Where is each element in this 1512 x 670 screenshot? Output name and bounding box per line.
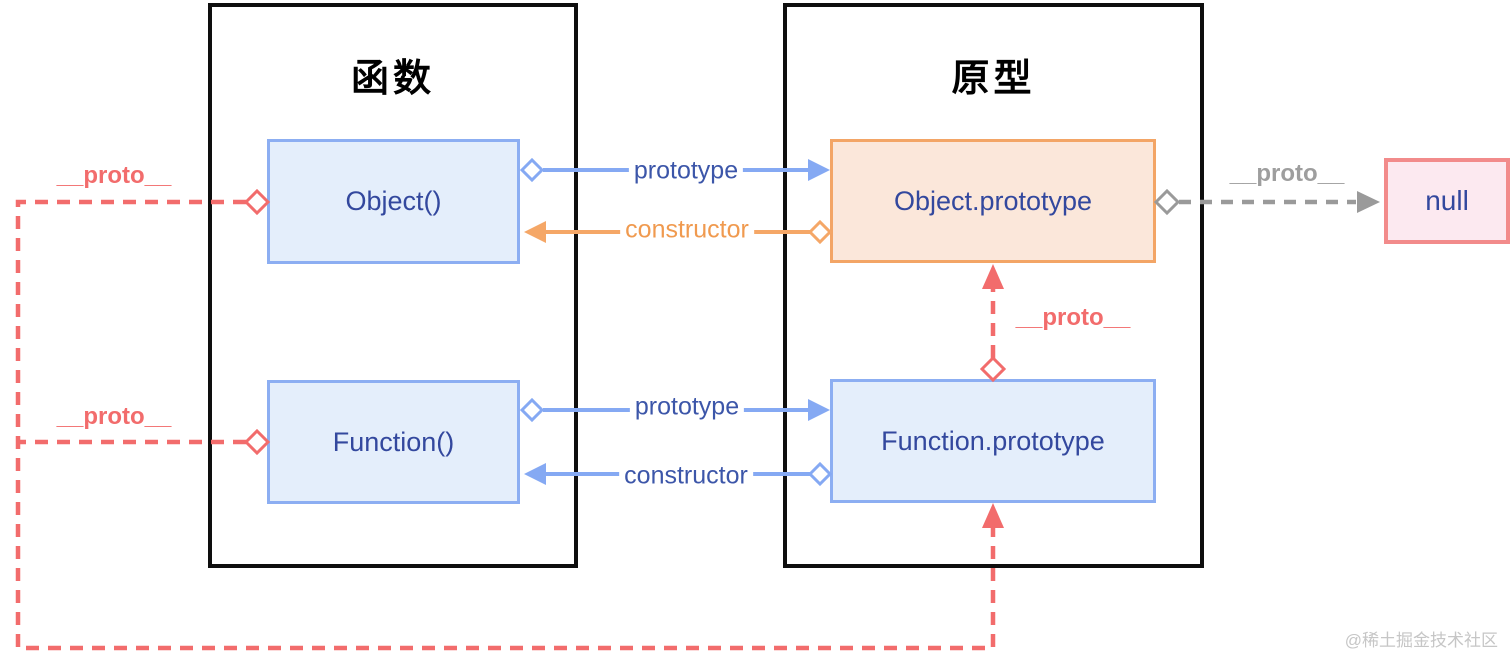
function-prototype-proto-label: __proto__ bbox=[1015, 304, 1131, 331]
object-constructor-label: constructor bbox=[620, 215, 754, 245]
prototypes-container-title: 原型 bbox=[951, 58, 1036, 100]
null-node: null bbox=[1384, 158, 1510, 244]
function-function-node: Function() bbox=[267, 380, 520, 504]
object-prototype-proto-label: __proto__ bbox=[1229, 160, 1345, 187]
function-prototype-label: prototype bbox=[629, 392, 745, 422]
object-prototype-node: Object.prototype bbox=[830, 139, 1156, 263]
object-function-node: Object() bbox=[267, 139, 520, 264]
object-fn-proto-label: __proto__ bbox=[56, 162, 172, 189]
function-fn-proto-label: __proto__ bbox=[56, 403, 172, 430]
functions-container-title: 函数 bbox=[350, 58, 435, 100]
function-prototype-node: Function.prototype bbox=[830, 379, 1156, 503]
watermark: @稀土掘金技术社区 bbox=[1344, 631, 1498, 650]
function-constructor-label: constructor bbox=[619, 461, 753, 491]
object-prototype-label: prototype bbox=[628, 156, 744, 186]
